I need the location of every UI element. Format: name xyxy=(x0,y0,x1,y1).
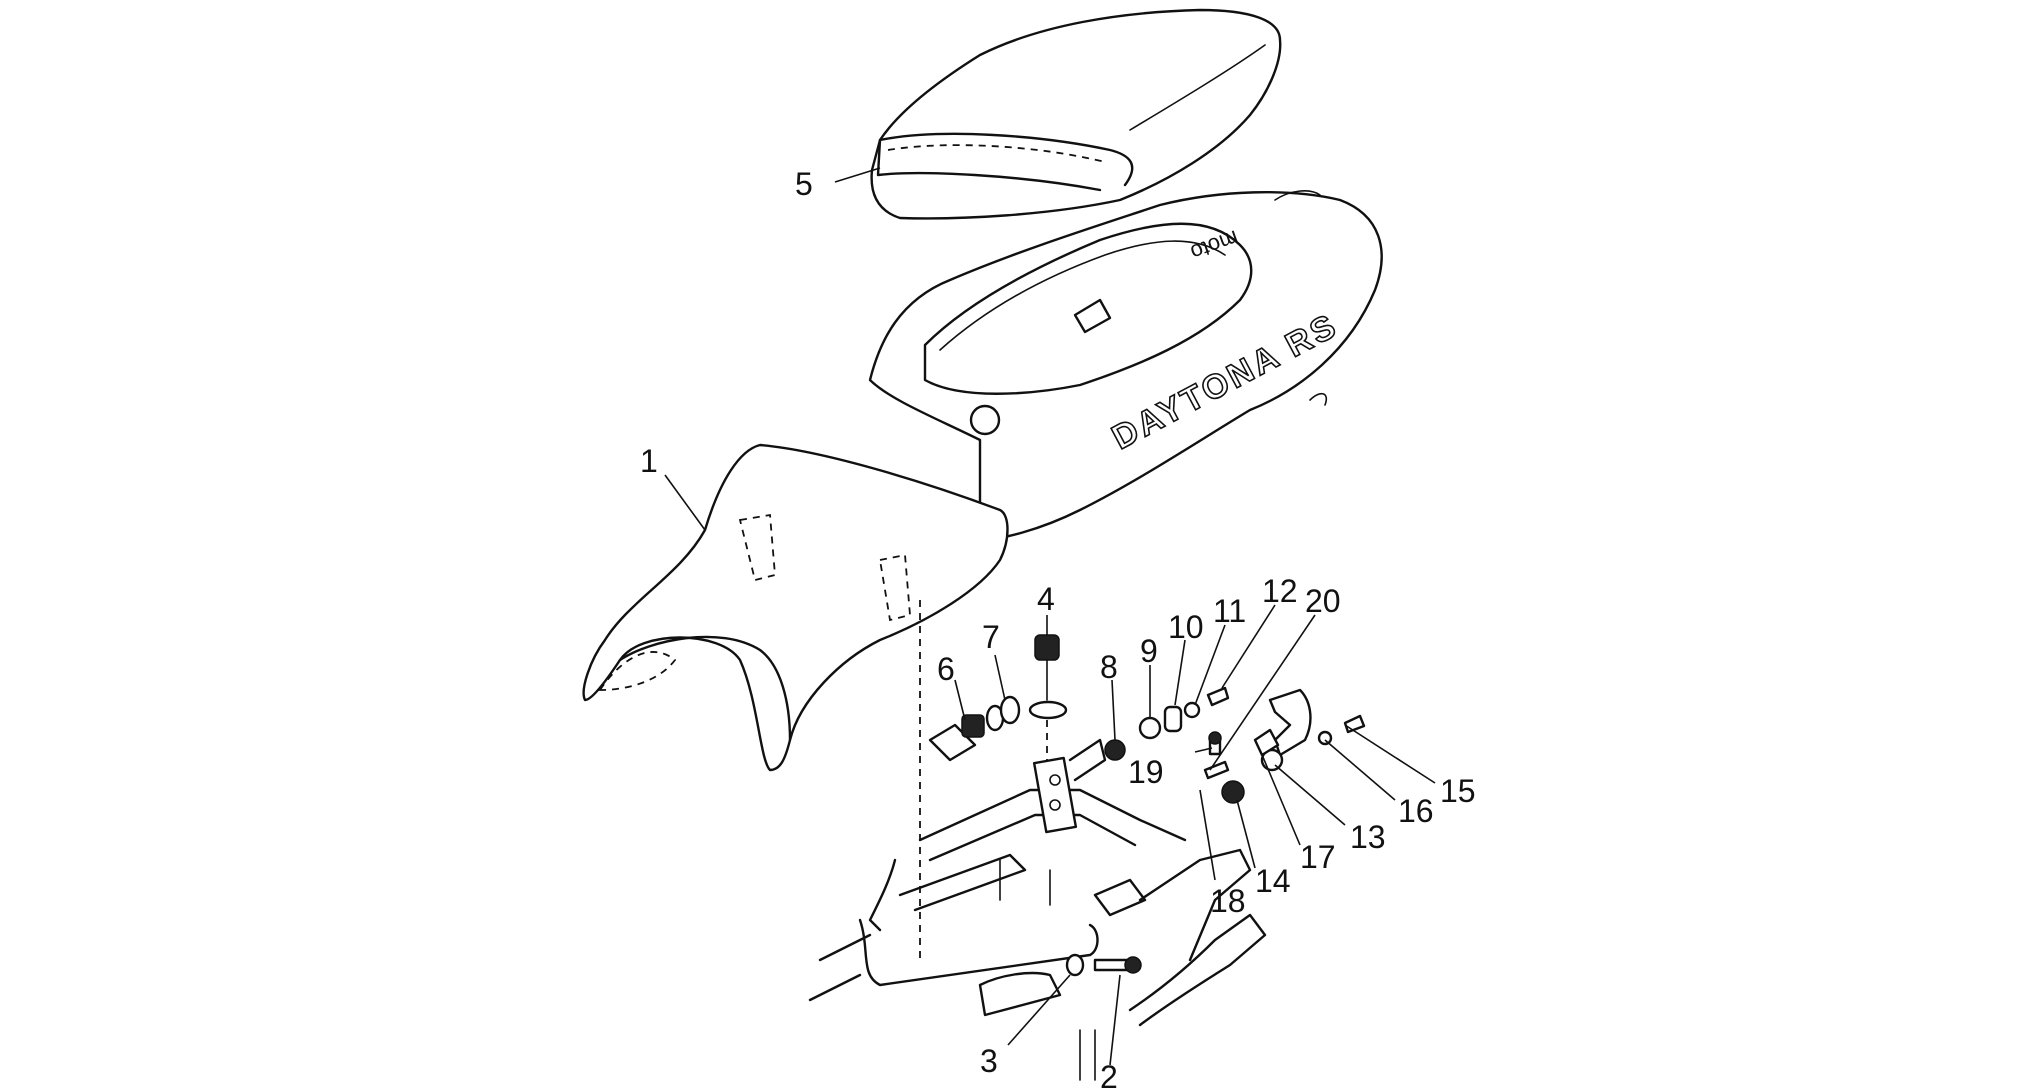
callout-19: 19 xyxy=(1128,754,1164,790)
callout-6: 6 xyxy=(937,651,955,687)
callout-13: 13 xyxy=(1350,819,1386,855)
callout-10: 10 xyxy=(1168,609,1204,645)
callout-9: 9 xyxy=(1140,633,1158,669)
callout-4: 4 xyxy=(1037,581,1055,617)
callout-12: 12 xyxy=(1262,573,1298,609)
callout-7: 7 xyxy=(982,619,1000,655)
callout-14: 14 xyxy=(1255,863,1291,899)
parts-2-3-bolt xyxy=(1065,953,1142,977)
part-4-knob xyxy=(1028,634,1068,760)
callout-8: 8 xyxy=(1100,649,1118,685)
callout-20: 20 xyxy=(1305,583,1341,619)
seat-subframe xyxy=(808,738,1267,1081)
leader-lines xyxy=(664,167,1436,1066)
tail-fairing: DAYTONA RS moto xyxy=(868,190,1383,542)
callout-17: 17 xyxy=(1300,839,1336,875)
part-1-rider-seat xyxy=(582,443,1009,772)
parts-13-20-latch xyxy=(1203,688,1366,804)
callout-3: 3 xyxy=(980,1043,998,1079)
callout-11: 11 xyxy=(1213,593,1246,629)
callout-15: 15 xyxy=(1440,773,1476,809)
callout-1: 1 xyxy=(640,443,658,479)
callout-16: 16 xyxy=(1398,793,1434,829)
callout-2: 2 xyxy=(1100,1059,1118,1091)
callout-5: 5 xyxy=(795,166,813,202)
callout-labels: 5 1 4 6 7 8 9 10 11 12 20 19 15 16 13 17… xyxy=(640,166,1476,1091)
callout-18: 18 xyxy=(1210,883,1246,919)
part-6-lock xyxy=(928,695,1021,762)
part-5-pillion-seat xyxy=(870,8,1282,220)
